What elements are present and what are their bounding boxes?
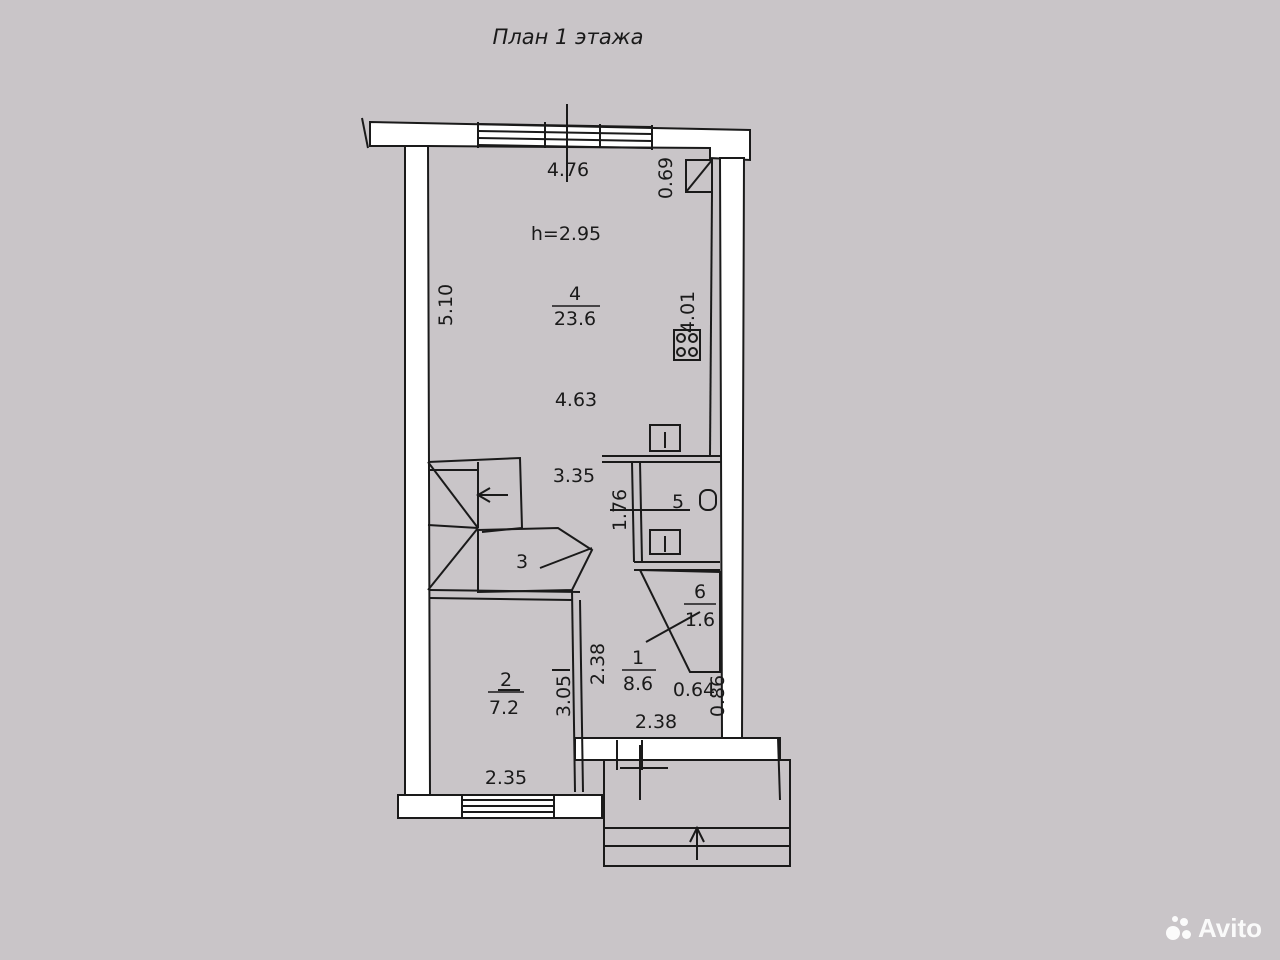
room-4-area: 23.6 <box>554 308 596 330</box>
room-2-number: 2 <box>500 669 512 691</box>
left-wall <box>404 145 432 799</box>
top-window <box>361 104 653 182</box>
dim-room2-height: 3.05 <box>553 675 575 717</box>
vent-shaft <box>685 159 713 193</box>
sink-icon <box>649 424 681 452</box>
dim-right-length: 4.01 <box>677 291 699 333</box>
room-1-number: 1 <box>632 647 644 669</box>
plan-title: План 1 этажа <box>493 25 644 49</box>
washbasin-icon <box>649 529 681 555</box>
bottom-wall-right <box>574 737 781 761</box>
bottom-window <box>461 796 555 818</box>
dim-room4-width: 4.63 <box>555 389 597 411</box>
top-wall <box>369 120 751 162</box>
avito-logo-icon <box>1165 915 1192 942</box>
room-6-walls <box>638 568 721 673</box>
avito-watermark: Avito <box>1165 913 1262 944</box>
ceiling-height: h=2.95 <box>531 223 601 245</box>
avito-watermark-text: Avito <box>1197 913 1262 943</box>
dim-niche-vertical: 0.86 <box>707 675 729 717</box>
room-6-area: 1.6 <box>685 609 715 631</box>
room-2-area: 7.2 <box>489 697 519 719</box>
room-6-number: 6 <box>694 581 706 603</box>
staircase <box>427 456 524 591</box>
room-4-number: 4 <box>569 283 581 305</box>
dim-left-length: 5.10 <box>435 284 457 326</box>
dim-room2-width: 2.35 <box>485 767 527 789</box>
dim-hall-left: 2.38 <box>587 643 609 685</box>
dim-top-width: 4.76 <box>547 159 589 181</box>
room-4-right-wall <box>709 191 713 456</box>
room-5-number: 5 <box>672 491 684 513</box>
dim-niche: 0.64 <box>673 679 715 701</box>
right-wall <box>718 157 746 739</box>
room-3-walls <box>477 526 594 594</box>
entrance-porch <box>603 737 791 867</box>
room-1-area: 8.6 <box>623 673 653 695</box>
toilet-icon <box>699 489 717 511</box>
dim-hall-vertical: 1.76 <box>609 489 631 531</box>
dim-hall-width: 2.38 <box>635 711 677 733</box>
dim-room4-lower: 3.35 <box>553 465 595 487</box>
room-3-number: 3 <box>516 551 528 573</box>
room-2-walls <box>429 589 584 793</box>
dim-shaft: 0.69 <box>655 157 677 199</box>
stove-icon <box>673 329 701 361</box>
